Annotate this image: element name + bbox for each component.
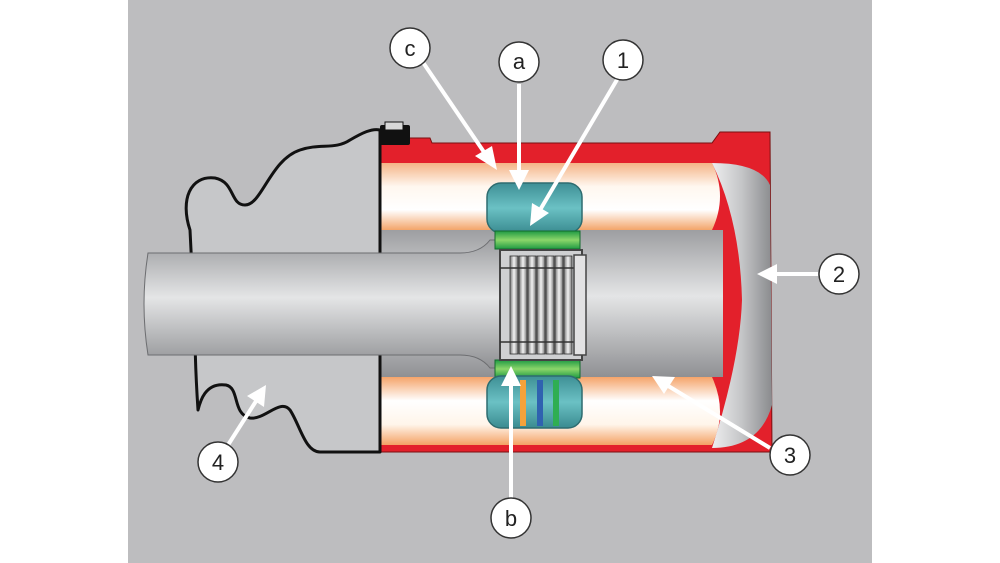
boot-clamp-tab [384,121,404,131]
needle-bearing [499,249,587,361]
callout-a-arrowhead [509,170,529,190]
callout-a-label: a [513,49,526,74]
callout-c-arrowhead [475,146,497,170]
callout-b-circle [490,497,532,539]
callout-4-arrowhead [247,385,266,407]
callout-2-label: 2 [833,262,845,287]
callout-3-arrow-line [663,382,772,450]
callout-4-arrow-line [226,396,260,447]
callout-b-label: b [505,506,517,531]
callout-c-circle [389,27,431,69]
housing-end-cap [712,163,772,448]
callout-3-arrowhead [652,376,675,394]
callout-2-circle [818,253,860,295]
callout-1-label: 1 [617,48,629,73]
callout-c-label: c [405,36,416,61]
callout-1-arrow-line [538,76,620,212]
callout-4-circle [197,441,239,483]
callout-1-arrowhead [530,203,549,226]
callout-3-label: 3 [784,443,796,468]
axle-shaft [143,239,506,369]
callout-1-circle [602,39,644,81]
callout-a-circle [498,41,540,83]
callout-c-arrow-line [418,56,490,160]
callout-4-label: 4 [212,450,224,475]
roller-upper-inner-ring [494,230,581,250]
callout-b-arrowhead [501,366,521,386]
roller-lower-stripe-3 [553,380,559,426]
roller-lower-stripe-1 [520,380,526,426]
roller-lower-stripe-2 [537,380,543,426]
callout-2-arrowhead [757,264,777,284]
callout-3-circle [769,434,811,476]
roller-lower-outer [486,375,583,429]
